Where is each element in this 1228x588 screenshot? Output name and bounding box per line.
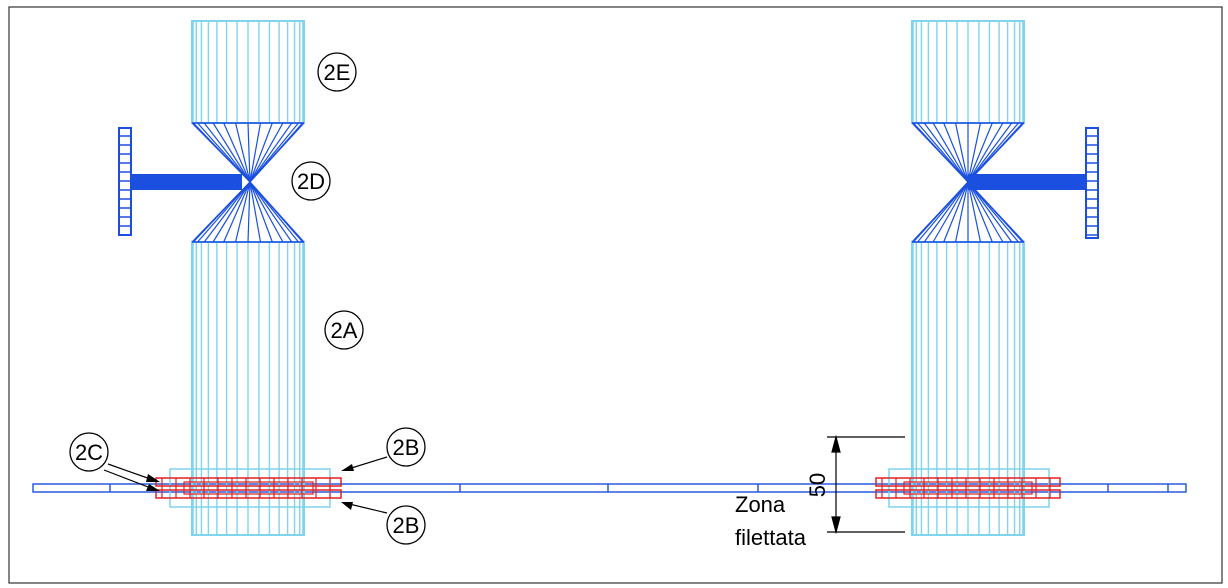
label-2a: 2A: [324, 310, 364, 350]
left-upper-bundle: [191, 20, 305, 124]
svg-text:2B: 2B: [393, 513, 420, 538]
right-sleeve: [888, 468, 1050, 508]
label-2c: 2C: [69, 432, 109, 472]
right-assembly: [875, 20, 1099, 536]
right-cone: [911, 122, 1025, 243]
thread-zone-label-line2: filettata: [735, 525, 807, 550]
thread-zone-label-line1: Zona: [735, 492, 786, 517]
left-sleeve: [169, 468, 331, 508]
label-2b-bottom: 2B: [386, 505, 426, 545]
left-assembly: [118, 20, 342, 536]
right-handle: [968, 127, 1099, 239]
dimension-value: 50: [805, 473, 830, 497]
right-lower-bundle: [911, 241, 1025, 536]
left-cone: [191, 122, 305, 243]
svg-text:2B: 2B: [393, 435, 420, 460]
label-2d: 2D: [291, 161, 331, 201]
svg-text:2E: 2E: [324, 60, 351, 85]
left-lower-bundle: [191, 241, 305, 536]
label-2e: 2E: [317, 52, 357, 92]
leader-arrowheads: [146, 464, 354, 510]
label-2b-top: 2B: [386, 427, 426, 467]
svg-text:2A: 2A: [331, 318, 358, 343]
horizontal-rod: [32, 483, 1187, 493]
thread-dimension: [827, 434, 905, 535]
right-upper-bundle: [911, 20, 1025, 124]
svg-text:2C: 2C: [75, 440, 103, 465]
right-flange: [875, 477, 1061, 499]
drawing-frame: [8, 6, 1223, 584]
left-handle: [118, 127, 242, 236]
svg-text:2D: 2D: [297, 169, 325, 194]
